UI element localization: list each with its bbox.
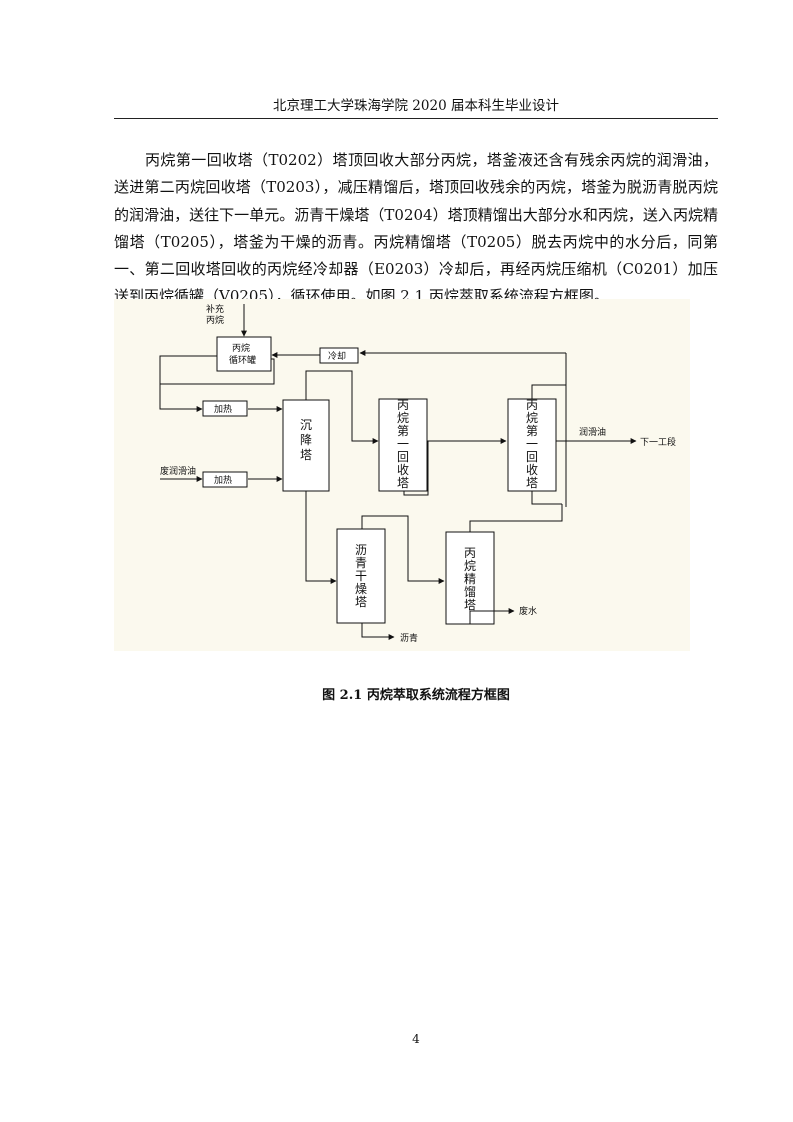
waste-water-arrow [469, 608, 515, 624]
body-paragraph: 丙烷第一回收塔（T0202）塔顶回收大部分丙烷，塔釜液还含有残余丙烷的润滑油，送… [114, 151, 718, 306]
feed-oil-label: 废润滑油 [160, 465, 196, 477]
propane-rectifier-box [445, 531, 495, 625]
page-number: 4 [412, 1032, 420, 1046]
page-header: 北京理工大学珠海学院 2020 届本科生毕业设计 [273, 98, 559, 114]
recovery2-char-5: 回 [526, 450, 538, 464]
recovery2-char-2: 烷 [526, 411, 538, 425]
dryer-to-rectifier-line [361, 515, 445, 584]
recovery1-char-1: 丙 [397, 398, 409, 412]
recovery-tower-1-box [378, 398, 428, 492]
settler-tower-box [282, 399, 330, 492]
recovery1-char-5: 回 [397, 450, 409, 464]
lube-oil-label: 润滑油 [579, 426, 606, 438]
flow-diagram-svg: 补充 丙烷 丙烷 循环罐 冷却 加热 加热 废润滑油 沉 降 塔 丙 [159, 303, 676, 644]
asphalt-out-arrow [361, 623, 395, 640]
recovery-tower-2-box [507, 398, 557, 492]
dryer-char-3: 干 [355, 569, 367, 583]
recovery2-char-4: 一 [526, 437, 538, 451]
dryer-char-2: 青 [355, 556, 367, 570]
recovery2-char-7: 塔 [526, 476, 538, 490]
recovery2-bottom-line [531, 491, 562, 505]
settler-char-1: 沉 [300, 418, 312, 432]
figure-caption: 图 2.1 丙烷萃取系统流程方框图 [322, 688, 510, 703]
heater2-label: 加热 [214, 474, 232, 486]
recovery1-char-4: 一 [397, 437, 409, 451]
asphalt-dryer-box [336, 528, 386, 624]
makeup-propane-label-line2: 丙烷 [206, 314, 224, 326]
propane-tank-box [216, 336, 272, 372]
settler-to-dryer-line [305, 491, 337, 584]
heater1-box [202, 400, 248, 417]
rectifier-char-2: 烷 [464, 559, 476, 573]
propane-tank-label-line1: 丙烷 [232, 342, 250, 354]
asphalt-label: 沥青 [400, 632, 418, 644]
rectifier-char-5: 塔 [464, 598, 476, 612]
recovery1-char-3: 第 [397, 424, 409, 438]
recovery2-char-3: 第 [526, 424, 538, 438]
cooler-label: 冷却 [328, 350, 346, 362]
recovery1-char-7: 塔 [397, 476, 409, 490]
heater1-label: 加热 [214, 403, 232, 415]
tank-return-line [160, 358, 275, 385]
recovery1-char-6: 收 [397, 463, 409, 477]
recovery2-char-6: 收 [526, 463, 538, 477]
dryer-char-4: 燥 [355, 582, 367, 596]
rectifier-char-3: 精 [464, 572, 476, 586]
rectifier-top-line [469, 504, 563, 532]
recovery1-char-2: 烷 [397, 411, 409, 425]
heater2-box [202, 471, 248, 488]
recovery2-top-line [531, 384, 566, 399]
recovery1-to-recovery2-line [403, 438, 507, 496]
rectifier-char-4: 馏 [464, 585, 476, 599]
rectifier-char-1: 丙 [464, 546, 476, 560]
propane-tank-label-line2: 循环罐 [229, 354, 256, 366]
waste-water-label: 废水 [519, 605, 537, 617]
tank-to-heater1-line [159, 355, 217, 412]
settler-to-recovery1-line [305, 370, 379, 444]
next-unit-label: 下一工段 [640, 436, 676, 448]
dryer-char-1: 沥 [355, 543, 367, 557]
recovery2-char-1: 丙 [526, 398, 538, 412]
dryer-char-5: 塔 [355, 595, 367, 609]
header-divider [114, 118, 718, 119]
settler-char-3: 塔 [300, 448, 312, 462]
flow-diagram: 补充 丙烷 丙烷 循环罐 冷却 加热 加热 废润滑油 沉 降 塔 丙 [114, 299, 690, 651]
makeup-propane-label-line1: 补充 [206, 303, 224, 315]
settler-char-2: 降 [300, 433, 312, 447]
